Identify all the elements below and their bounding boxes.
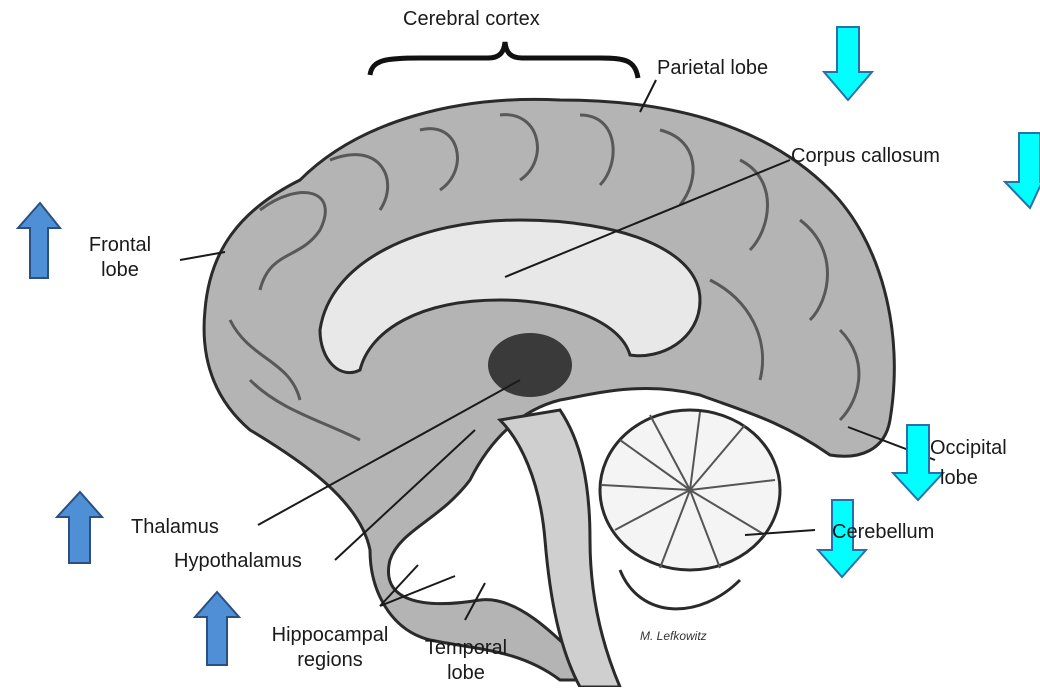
- label-cerebellum: Cerebellum: [832, 521, 934, 544]
- label-hippocampal-line2: regions: [250, 649, 410, 672]
- arrow-parietal: [824, 27, 872, 100]
- label-frontal-line2: lobe: [80, 259, 160, 282]
- arrow-corpus-callosum: [1005, 133, 1040, 208]
- label-cerebral-cortex: Cerebral cortex: [403, 8, 540, 31]
- artist-signature: M. Lefkowitz: [640, 629, 707, 643]
- label-occipital-line1: Occipital: [930, 437, 1007, 460]
- label-hippocampal-line1: Hippocampal: [250, 624, 410, 647]
- arrow-frontal: [18, 203, 60, 278]
- cerebellum-shape: [600, 410, 780, 609]
- label-occipital-line2: lobe: [940, 467, 978, 490]
- label-parietal-lobe: Parietal lobe: [657, 57, 768, 80]
- cortex-brace: [370, 42, 638, 78]
- label-temporal-line1: Temporal: [411, 637, 521, 660]
- label-thalamus: Thalamus: [131, 516, 219, 539]
- label-temporal-line2: lobe: [411, 662, 521, 685]
- label-corpus-callosum: Corpus callosum: [791, 145, 940, 168]
- arrow-hippocampal: [195, 592, 239, 665]
- label-frontal-line1: Frontal: [80, 234, 160, 257]
- thalamus-shape: [488, 333, 572, 397]
- arrow-thalamus: [57, 492, 102, 563]
- label-hypothalamus: Hypothalamus: [174, 550, 302, 573]
